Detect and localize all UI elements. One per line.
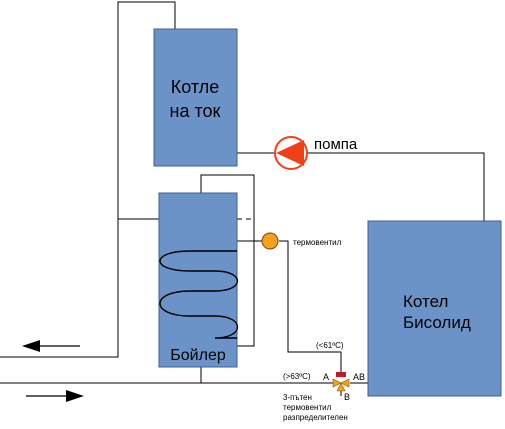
three-way-valve-caption-line3: разпределителен [283, 413, 348, 422]
three-way-valve-caption-line2: термовентил [283, 403, 332, 412]
thermo-valve-label: термовентил [293, 238, 342, 247]
three-way-valve: (<61ºC) (>63ºC) A AB B 3-пътен термовент… [283, 341, 365, 422]
three-way-valve-port-b: B [344, 392, 350, 402]
pipe-tank-bypass [200, 174, 255, 347]
solid-boiler-label-line1: Котел [403, 292, 448, 311]
pump-arrow [276, 140, 304, 166]
pump-label: помпа [314, 136, 358, 153]
flow-arrows [22, 340, 84, 402]
tank-block: Бойлер [158, 192, 239, 368]
three-way-valve-icon [332, 372, 350, 392]
pipe-pump-to-solid-boiler [307, 152, 485, 221]
pipework [0, 1, 485, 396]
electric-boiler-label-line1: Котле [171, 77, 219, 97]
pipe-top-loop [0, 1, 176, 358]
pipe-thermovalve-to-3way [279, 240, 342, 375]
three-way-valve-temp-return: (<61ºC) [316, 341, 344, 350]
thermo-valve: термовентил [261, 232, 342, 250]
electric-boiler-label-line2: на ток [170, 101, 221, 121]
three-way-valve-port-a: A [323, 372, 329, 382]
electric-boiler-block: Котле на ток [153, 28, 238, 167]
three-way-valve-temp-supply: (>63ºC) [283, 372, 311, 381]
arrow-right-icon [26, 390, 84, 402]
three-way-valve-port-ab: AB [353, 372, 365, 382]
pump: помпа [274, 136, 358, 170]
arrow-left-icon [22, 340, 80, 352]
coil-icon [159, 250, 239, 339]
three-way-valve-caption-line1: 3-пътен [283, 393, 312, 402]
solid-boiler-label-line2: Бисолид [403, 313, 471, 332]
tank-label: Бойлер [170, 347, 226, 364]
solid-boiler-block: Котел Бисолид [367, 220, 502, 397]
thermo-valve-icon [261, 232, 279, 250]
